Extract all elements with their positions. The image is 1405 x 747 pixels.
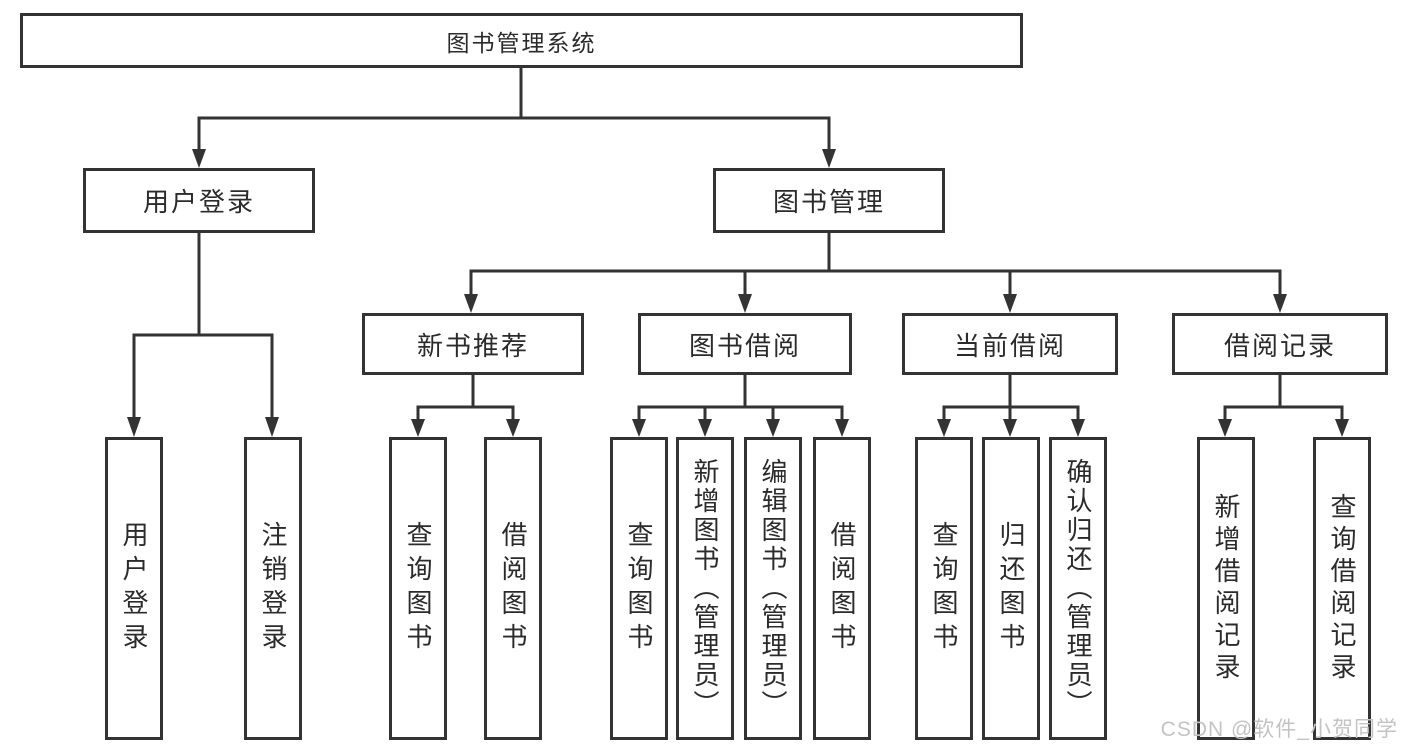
node-label: 查询图书 [929, 520, 959, 657]
node-label: 借阅图书 [827, 520, 857, 657]
node-label: 新增图书（管理员） [690, 458, 720, 719]
leaf-query-books-newbook: 查询图书 [389, 437, 447, 740]
connector-borrowing-to-leaves [637, 375, 844, 420]
arrow-down-icon [265, 417, 279, 437]
node-label: 新书推荐 [416, 330, 529, 361]
arrow-down-icon [1335, 419, 1349, 437]
node-label: 确认归还（管理员） [1063, 458, 1093, 719]
node-book-borrowing: 图书借阅 [638, 313, 852, 375]
arrow-down-icon [835, 419, 849, 437]
arrow-down-icon [1218, 419, 1232, 437]
node-label: 查询借阅记录 [1327, 492, 1357, 685]
node-label: 图书借阅 [688, 330, 801, 361]
watermark: CSDN @软件_小贺同学 [1160, 718, 1398, 741]
arrow-down-icon [698, 419, 712, 437]
node-label: 查询图书 [624, 520, 654, 657]
node-borrowing-records: 借阅记录 [1172, 313, 1388, 375]
node-label: 当前借阅 [953, 330, 1066, 361]
arrow-down-icon [411, 419, 425, 437]
node-label: 新增借阅记录 [1211, 492, 1241, 685]
connector-book-management-to-level3 [469, 233, 1282, 295]
arrow-down-icon [766, 419, 780, 437]
arrow-down-icon [822, 149, 836, 168]
arrow-down-icon [1003, 294, 1017, 313]
leaf-confirm-return-admin: 确认归还（管理员） [1049, 437, 1107, 740]
node-user-login: 用户登录 [83, 168, 315, 233]
leaf-return-book: 归还图书 [982, 437, 1040, 740]
connector-root-to-level2 [197, 66, 831, 150]
node-label: 注销登录 [258, 520, 288, 657]
node-library-management-system: 图书管理系统 [20, 13, 1023, 68]
arrow-down-icon [127, 417, 141, 437]
node-label: 借阅图书 [498, 520, 528, 657]
node-label: 用户登录 [142, 187, 255, 217]
arrow-down-icon [937, 419, 951, 437]
leaf-add-borrow-record: 新增借阅记录 [1197, 437, 1255, 740]
leaf-edit-book-admin: 编辑图书（管理员） [744, 437, 802, 740]
node-label: 归还图书 [996, 520, 1026, 657]
arrow-down-icon [464, 294, 478, 313]
leaf-add-book-admin: 新增图书（管理员） [676, 437, 734, 740]
connector-current-to-leaves [942, 375, 1080, 420]
node-label: 用户登录 [119, 520, 149, 657]
node-label: 查询图书 [403, 520, 433, 657]
node-label: 图书管理 [772, 187, 885, 217]
leaf-query-borrow-record: 查询借阅记录 [1313, 437, 1371, 740]
arrow-down-icon [192, 149, 206, 168]
arrow-down-icon [632, 419, 646, 437]
node-label: 借阅记录 [1223, 330, 1336, 361]
leaf-borrow-books-borrow: 借阅图书 [813, 437, 871, 740]
arrow-down-icon [506, 419, 520, 437]
connector-user-login-to-leaves [132, 233, 274, 418]
connector-records-to-leaves [1223, 375, 1344, 420]
leaf-logout: 注销登录 [244, 437, 302, 740]
leaf-borrow-books-newbook: 借阅图书 [484, 437, 542, 740]
node-label: 编辑图书（管理员） [758, 458, 788, 719]
leaf-query-books-borrow: 查询图书 [610, 437, 668, 740]
node-label: 图书管理系统 [446, 29, 597, 56]
node-current-borrowing: 当前借阅 [902, 313, 1118, 375]
leaf-query-books-current: 查询图书 [915, 437, 973, 740]
leaf-user-login: 用户登录 [105, 437, 163, 740]
arrow-down-icon [1273, 294, 1287, 313]
connector-new-book-to-leaves [416, 375, 515, 420]
node-new-book-recommendation: 新书推荐 [362, 313, 584, 375]
node-book-management: 图书管理 [713, 168, 945, 233]
arrow-down-icon [1003, 419, 1017, 437]
arrow-down-icon [738, 294, 752, 313]
arrow-down-icon [1071, 419, 1085, 437]
